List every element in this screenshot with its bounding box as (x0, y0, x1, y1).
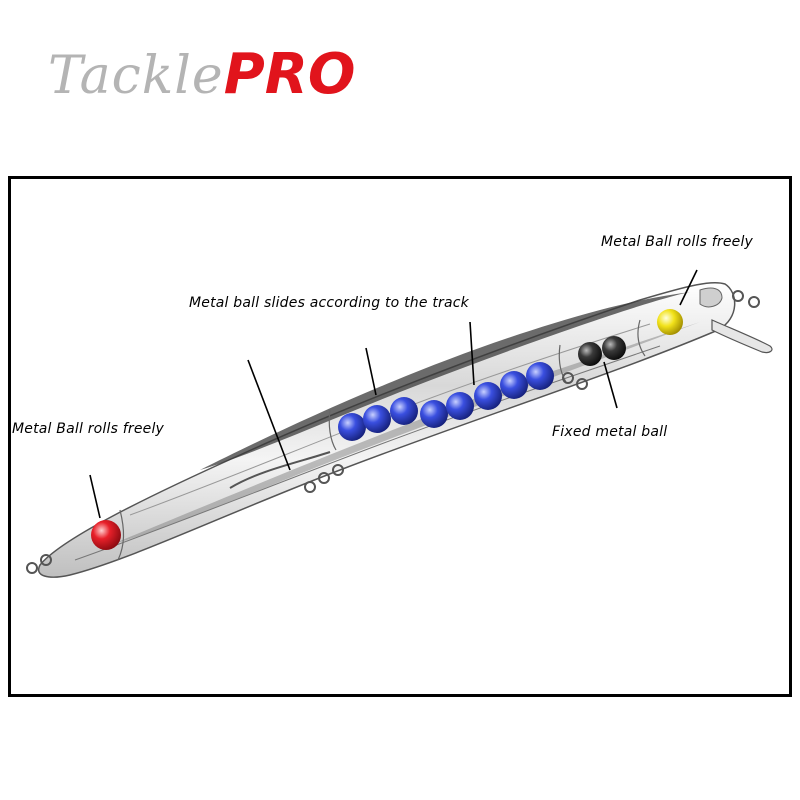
black-ball (578, 342, 602, 366)
leader-lines (89, 269, 698, 519)
eyelet-belly-rear (562, 372, 588, 390)
blue-ball (446, 392, 474, 420)
blue-ball (338, 413, 366, 441)
eyelet-tail (26, 554, 52, 574)
label-red-ball-rolls-freely: Metal Ball rolls freely (12, 421, 165, 437)
eyelet-belly-front (304, 464, 344, 493)
blue-metal-balls (338, 362, 554, 441)
leader-line-track-1 (247, 359, 291, 471)
label-yellow-ball-rolls-freely: Metal Ball rolls freely (601, 234, 754, 250)
lure-body (37, 281, 773, 578)
red-metal-ball (91, 520, 121, 550)
blue-ball (363, 405, 391, 433)
logo-text-tackle: Tackle (48, 46, 224, 106)
black-ball (602, 336, 626, 360)
label-track-balls: Metal ball slides according to the track (189, 295, 469, 311)
blue-ball (390, 397, 418, 425)
diagram-frame (8, 176, 792, 697)
tacklepro-logo: TacklePRO (48, 40, 355, 110)
blue-ball (474, 382, 502, 410)
blue-ball (526, 362, 554, 390)
leader-line-yellow (679, 269, 698, 306)
leader-line-red (89, 474, 101, 519)
yellow-metal-ball (657, 309, 683, 335)
leader-line-fixed (603, 361, 618, 409)
leader-line-track-3 (469, 321, 475, 386)
blue-ball (500, 371, 528, 399)
label-fixed-metal-ball: Fixed metal ball (552, 424, 668, 440)
leader-line-track-2 (365, 347, 377, 396)
eyelet-nose (732, 290, 760, 308)
blue-ball (420, 400, 448, 428)
fixed-black-balls (578, 336, 626, 366)
logo-text-pro: PRO (223, 42, 356, 107)
